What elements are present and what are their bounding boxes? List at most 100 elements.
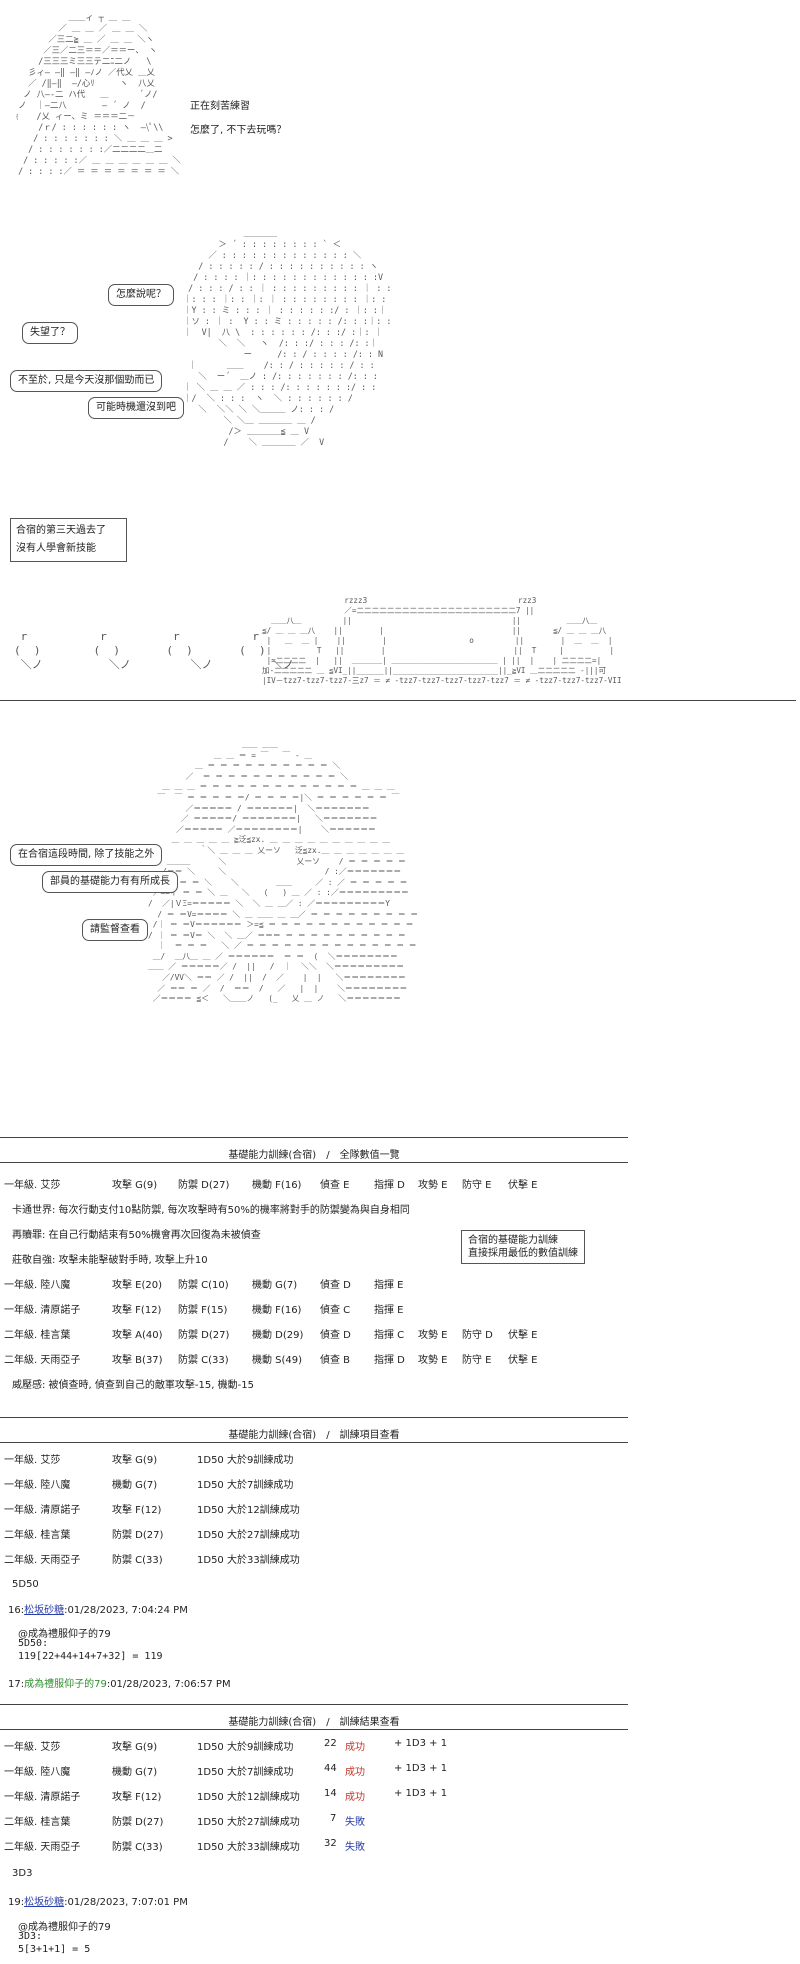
aggression-stat: 攻勢 E: [418, 1330, 448, 1341]
post-username: 成為禮服仰子的79: [24, 1679, 107, 1690]
post-16-dice-result: 119[22+44+14+7+32] = 119: [18, 1651, 163, 1662]
training-stat: 防禦 D(27): [112, 1530, 164, 1541]
result-success: 成功: [345, 1767, 365, 1778]
roll-value: 32: [324, 1838, 337, 1849]
member-name: 二年級. 桂言葉: [4, 1530, 71, 1541]
roll-condition: 1D50 大於9訓練成功: [197, 1742, 294, 1753]
attack-stat: 攻擊 B(37): [112, 1355, 163, 1366]
section-divider: [0, 700, 796, 701]
roll-value: 22: [324, 1738, 337, 1749]
post-timestamp: :01/28/2023, 7:04:24 PM: [64, 1605, 188, 1616]
scout-stat: 偵查 B: [320, 1355, 351, 1366]
training-stat: 機動 G(7): [112, 1480, 158, 1491]
aggression-stat: 攻勢 E: [418, 1355, 448, 1366]
training-stat: 攻擊 G(9): [112, 1742, 158, 1753]
roll-value: 44: [324, 1763, 337, 1774]
roll-condition: 1D50 大於33訓練成功: [197, 1555, 300, 1566]
skill-note: 卡通世界: 每次行動支付10點防禦, 每次攻擊時有50%的機率將對手的防禦變為與…: [12, 1205, 410, 1216]
table1-title-rule: [0, 1162, 628, 1163]
table2-title-rule: [0, 1442, 628, 1443]
result-success: 成功: [345, 1792, 365, 1803]
training-stat: 攻擊 F(12): [112, 1505, 162, 1516]
command-stat: 指揮 D: [374, 1355, 405, 1366]
table2-top-rule: [0, 1417, 628, 1418]
guard-stat: 防守 D: [462, 1330, 493, 1341]
post-username-link[interactable]: 松坂砂糖: [24, 1605, 65, 1616]
member-name: 一年級. 清原諾子: [4, 1305, 81, 1316]
ambush-stat: 伏擊 E: [508, 1180, 538, 1191]
table1-title: 基礎能力訓練(合宿) / 全隊數值一覽: [228, 1150, 400, 1161]
roll-condition: 1D50 大於27訓練成功: [197, 1530, 300, 1541]
table3-top-rule: [0, 1704, 628, 1705]
attack-stat: 攻擊 G(9): [112, 1180, 158, 1191]
growth-bonus: + 1D3 + 1: [394, 1738, 448, 1749]
speech-practicing: 正在刻苦練習: [190, 101, 250, 112]
post-number: 19:: [8, 1897, 25, 1908]
command-stat: 指揮 E: [374, 1280, 404, 1291]
member-name: 一年級. 陸八魔: [4, 1480, 71, 1491]
post-username-link[interactable]: 松坂砂糖: [24, 1897, 65, 1908]
training-stat: 攻擊 F(12): [112, 1792, 162, 1803]
result-fail: 失敗: [345, 1842, 365, 1853]
bubble-disappointed: 失望了？: [22, 322, 78, 344]
member-name: 一年級. 陸八魔: [4, 1767, 71, 1778]
skill-note: 再贖罪: 在自己行動結束有50%機會再次回復為未被偵查: [12, 1230, 261, 1241]
post-number: 17:: [8, 1679, 25, 1690]
table3-title: 基礎能力訓練(合宿) / 訓練結果查看: [228, 1717, 400, 1728]
training-stat: 防禦 C(33): [112, 1555, 163, 1566]
ascii-art-character-thinking: ＿＿＿＿ ＞ ´ : : : : : : : : ` ＜ ／ : : : : :…: [183, 228, 392, 447]
skill-note: 莊敬自強: 攻擊未能擊破對手時, 攻擊上升10: [12, 1255, 208, 1266]
roll-condition: 1D50 大於7訓練成功: [197, 1480, 294, 1491]
mobility-stat: 機動 S(49): [252, 1355, 303, 1366]
narration-line-1: 合宿的第三天過去了: [16, 525, 106, 536]
defense-stat: 防禦 C(10): [178, 1280, 229, 1291]
aggression-stat: 攻勢 E: [418, 1180, 448, 1191]
guard-stat: 防守 E: [462, 1355, 492, 1366]
ambush-stat: 伏擊 E: [508, 1355, 538, 1366]
table1-top-rule: [0, 1137, 628, 1138]
post-17-header: 17:成為禮服仰子的79:01/28/2023, 7:06:57 PM: [8, 1675, 231, 1690]
guard-stat: 防守 E: [462, 1180, 492, 1191]
bubble-during-training-camp: 在合宿這段時間, 除了技能之外: [10, 844, 163, 866]
bubble-how-to-say: 怎麼說呢？: [108, 284, 174, 306]
member-name: 二年級. 桂言葉: [4, 1817, 71, 1828]
bubble-please-check: 請監督查看: [82, 919, 148, 941]
dice-request: 5D50: [12, 1579, 39, 1590]
defense-stat: 防禦 D(27): [178, 1180, 230, 1191]
member-name: 二年級. 天雨亞子: [4, 1555, 81, 1566]
roll-value: 14: [324, 1788, 337, 1799]
command-stat: 指揮 C: [374, 1330, 405, 1341]
post-19-dice-result: 5[3+1+1] = 5: [18, 1944, 91, 1955]
member-name: 一年級. 艾莎: [4, 1742, 61, 1753]
post-16-header: 16:松坂砂糖:01/28/2023, 7:04:24 PM: [8, 1601, 188, 1616]
bubble-not-in-mood: 不至於, 只是今天沒那個勁而已: [10, 370, 163, 392]
training-stat: 攻擊 G(9): [112, 1455, 158, 1466]
ascii-art-coach-character: ＿＿ ＿＿ ＿ ＿ ＝ = ￣ ￣ ‐ ＿ ＿ ＝ ＝ ＝ ＝ ＝ ＝ ＝ ＝ …: [148, 740, 419, 1004]
growth-bonus: + 1D3 + 1: [394, 1763, 448, 1774]
post-timestamp: :01/28/2023, 7:07:01 PM: [64, 1897, 188, 1908]
scout-stat: 偵查 E: [320, 1180, 350, 1191]
scout-stat: 偵查 D: [320, 1280, 351, 1291]
mobility-stat: 機動 G(7): [252, 1280, 298, 1291]
bubble-members-grew: 部員的基礎能力有有所成長: [42, 871, 178, 893]
result-success: 成功: [345, 1742, 365, 1753]
defense-stat: 防禦 D(27): [178, 1330, 230, 1341]
training-stat: 機動 G(7): [112, 1767, 158, 1778]
roll-condition: 1D50 大於7訓練成功: [197, 1767, 294, 1778]
scout-stat: 偵查 D: [320, 1330, 351, 1341]
speech-why-not-play: 怎麼了, 不下去玩嗎？: [190, 125, 287, 136]
training-rule-line-2: 直接採用最低的數值訓練: [468, 1248, 578, 1259]
training-rule-note: 合宿的基礎能力訓練 直接採用最低的數值訓練: [461, 1230, 585, 1264]
roll-value: 7: [330, 1813, 337, 1824]
result-fail: 失敗: [345, 1817, 365, 1828]
scout-stat: 偵查 C: [320, 1305, 351, 1316]
roll-condition: 1D50 大於27訓練成功: [197, 1817, 300, 1828]
member-name: 一年級. 清原諾子: [4, 1792, 81, 1803]
table3-title-rule: [0, 1729, 628, 1730]
post-16-dice-label: 5D50:: [18, 1638, 49, 1649]
narration-line-2: 沒有人學會新技能: [16, 543, 96, 554]
post-timestamp: :01/28/2023, 7:06:57 PM: [106, 1679, 231, 1690]
roll-condition: 1D50 大於9訓練成功: [197, 1455, 294, 1466]
ascii-art-train: rzzz3 rzz3 ／=二二二二二二二二二二二二二二二二二二二二二7 || ＿…: [262, 596, 622, 685]
member-name: 一年級. 清原諾子: [4, 1505, 81, 1516]
